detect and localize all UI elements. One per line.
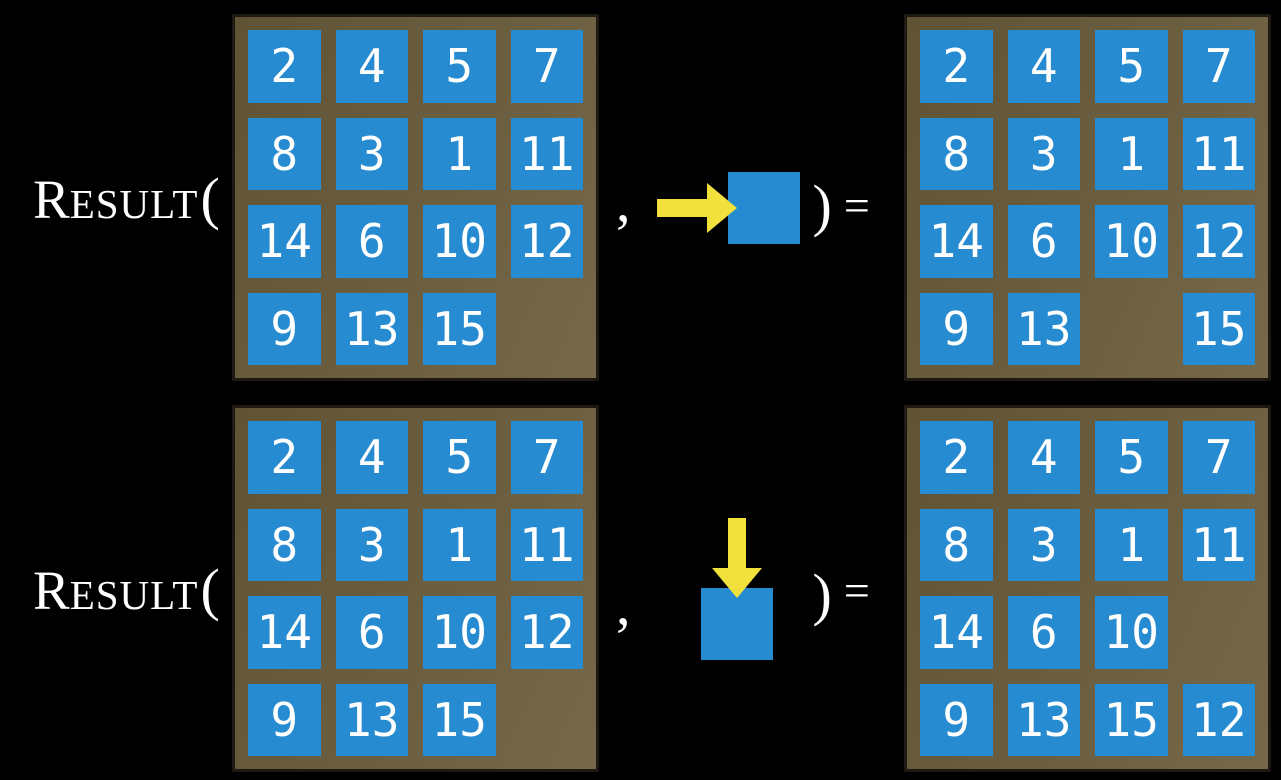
- puzzle-tile: 15: [423, 683, 496, 756]
- comma-separator: ,: [616, 571, 631, 637]
- puzzle-tile: 1: [423, 117, 496, 190]
- puzzle-tile: 8: [248, 508, 321, 581]
- puzzle-tile: 6: [1007, 205, 1080, 278]
- puzzle-tile: 10: [1095, 596, 1168, 669]
- empty-cell: [1183, 596, 1256, 669]
- puzzle-tile: 6: [1007, 596, 1080, 669]
- puzzle-tile: 2: [248, 421, 321, 494]
- puzzle-tile: 3: [335, 508, 408, 581]
- puzzle-tile: 14: [248, 596, 321, 669]
- puzzle-tile: 15: [1182, 292, 1255, 365]
- puzzle-tile: 7: [1182, 421, 1255, 494]
- puzzle-tile: 2: [920, 421, 993, 494]
- close-paren: ): [812, 172, 832, 238]
- puzzle-tile: 12: [1182, 683, 1255, 756]
- function-name-rest: ESULT: [69, 572, 199, 618]
- puzzle-tile: 15: [1095, 683, 1168, 756]
- puzzle-tile: 7: [1182, 30, 1255, 103]
- puzzle-tile: 13: [335, 292, 408, 365]
- blank-tile: [700, 587, 773, 660]
- puzzle-tile: 6: [335, 596, 408, 669]
- puzzle-tile: 2: [920, 30, 993, 103]
- result-function-label: R ESULT (: [33, 561, 220, 619]
- close-paren: ): [812, 561, 832, 627]
- puzzle-tile: 3: [1007, 117, 1080, 190]
- puzzle-tile: 14: [920, 596, 993, 669]
- puzzle-tile: 14: [248, 205, 321, 278]
- puzzle-tile: 6: [335, 205, 408, 278]
- puzzle-tile: 2: [248, 30, 321, 103]
- puzzle-tile: 1: [1095, 117, 1168, 190]
- puzzle-tile: 12: [1182, 205, 1255, 278]
- puzzle-tile: 11: [1182, 117, 1255, 190]
- puzzle-tile: 5: [1095, 30, 1168, 103]
- move-argument-group: , ) =: [600, 14, 904, 381]
- puzzle-tile: 9: [920, 292, 993, 365]
- open-paren: (: [200, 166, 220, 231]
- puzzle-tile: 9: [920, 683, 993, 756]
- blank-tile: [727, 171, 800, 244]
- function-name-initial: R: [33, 169, 70, 230]
- comma-separator: ,: [616, 168, 631, 234]
- right-arrow-icon: [656, 182, 737, 233]
- puzzle-tile: 3: [1007, 508, 1080, 581]
- puzzle-tile: 8: [920, 117, 993, 190]
- puzzle-tile: 11: [1182, 508, 1255, 581]
- puzzle-tile: 4: [1007, 421, 1080, 494]
- puzzle-tile: 12: [510, 596, 583, 669]
- puzzle-tile: 8: [920, 508, 993, 581]
- empty-cell: [1095, 293, 1168, 366]
- puzzle-tile: 11: [510, 508, 583, 581]
- puzzle-tile: 4: [335, 30, 408, 103]
- equals-sign: =: [843, 564, 870, 616]
- puzzle-tile: 10: [423, 205, 496, 278]
- equals-sign: =: [843, 179, 870, 231]
- puzzle-tile: 9: [248, 683, 321, 756]
- puzzle-tile: 1: [423, 508, 496, 581]
- puzzle-tile: 13: [1007, 683, 1080, 756]
- puzzle-tile: 5: [1095, 421, 1168, 494]
- puzzle-tile: 12: [510, 205, 583, 278]
- puzzle-tile: 4: [335, 421, 408, 494]
- function-name-rest: ESULT: [69, 181, 199, 227]
- puzzle-tile: 5: [423, 30, 496, 103]
- empty-cell: [511, 293, 584, 366]
- puzzle-tile: 10: [423, 596, 496, 669]
- puzzle-tile: 11: [510, 117, 583, 190]
- open-paren: (: [200, 557, 220, 622]
- function-name-initial: R: [33, 560, 70, 621]
- puzzle-tile: 3: [335, 117, 408, 190]
- puzzle-tile: 15: [423, 292, 496, 365]
- down-arrow-icon: [711, 517, 762, 598]
- puzzle-tile: 4: [1007, 30, 1080, 103]
- puzzle-tile: 8: [248, 117, 321, 190]
- puzzle-tile: 7: [510, 30, 583, 103]
- puzzle-tile: 14: [920, 205, 993, 278]
- puzzle-tile: 9: [248, 292, 321, 365]
- puzzle-tile: 1: [1095, 508, 1168, 581]
- result-function-label: R ESULT (: [33, 170, 220, 228]
- puzzle-tile: 7: [510, 421, 583, 494]
- puzzle-tile: 10: [1095, 205, 1168, 278]
- empty-cell: [511, 684, 584, 757]
- puzzle-tile: 13: [1007, 292, 1080, 365]
- puzzle-tile: 13: [335, 683, 408, 756]
- down-move-figure: [700, 517, 773, 660]
- puzzle-tile: 5: [423, 421, 496, 494]
- move-argument-group: , ) =: [600, 405, 904, 772]
